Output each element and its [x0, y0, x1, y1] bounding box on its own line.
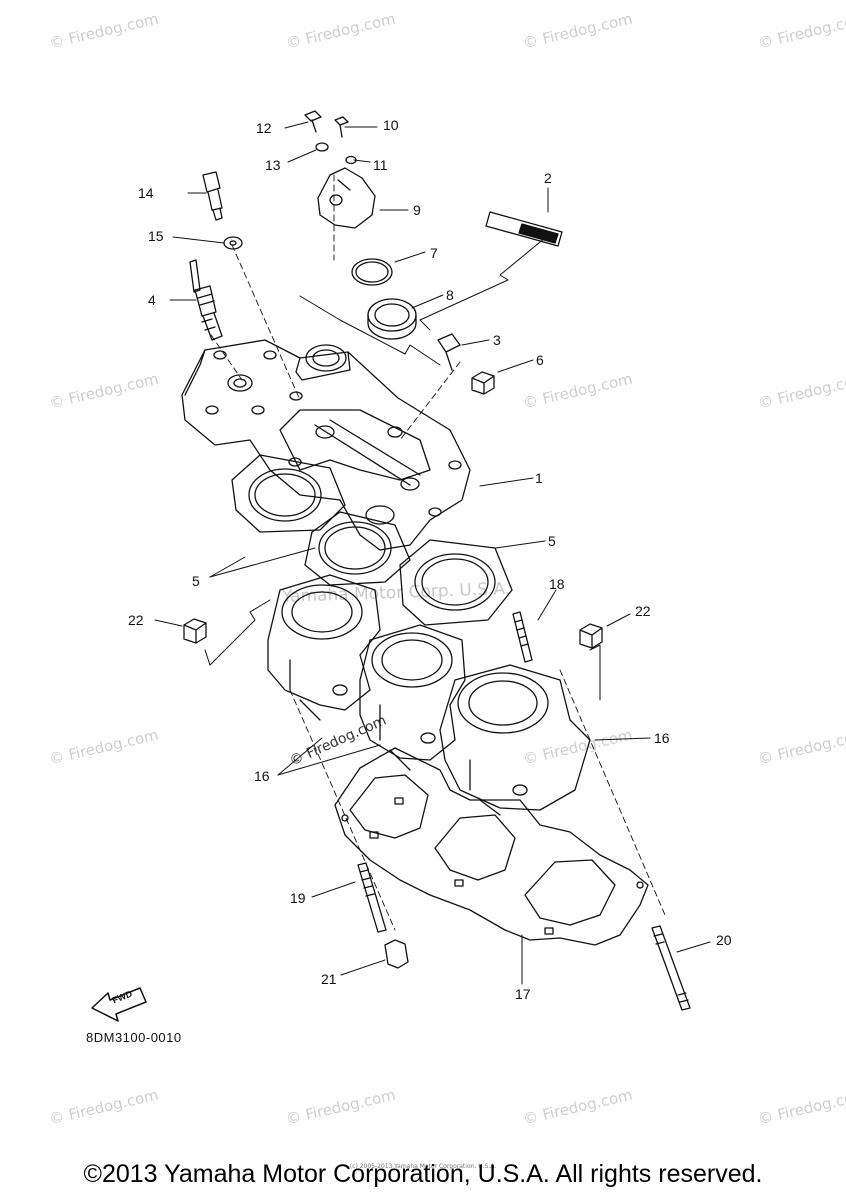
leader-lines — [154, 121, 711, 985]
bolt-parts-10-12 — [304, 110, 349, 138]
washer-part-15 — [223, 236, 243, 250]
cylinder-head-part-1 — [181, 339, 471, 551]
callout-7: 7 — [430, 245, 438, 261]
nut-part-6 — [471, 371, 495, 395]
dowel-part-21 — [384, 939, 409, 969]
callout-21: 21 — [321, 971, 337, 987]
label-part-2 — [485, 211, 563, 247]
callout-16: 16 — [654, 730, 670, 746]
nut-part-22 — [183, 618, 207, 644]
callout-10: 10 — [383, 117, 399, 133]
spark-plug-part-4 — [189, 259, 223, 341]
callout-5: 5 — [192, 573, 200, 589]
callout-6: 6 — [536, 352, 544, 368]
callout-20: 20 — [716, 932, 732, 948]
washer-part-13 — [315, 142, 329, 152]
stud-part-19 — [357, 862, 387, 933]
copyright-footer: ©2013 Yamaha Motor Corporation, U.S.A. A… — [83, 1160, 763, 1188]
callout-18: 18 — [549, 576, 565, 592]
break-lines — [204, 237, 601, 701]
stud-part-18 — [512, 611, 533, 663]
callout-5: 5 — [548, 533, 556, 549]
callout-3: 3 — [493, 332, 501, 348]
diagram-code: 8DM3100-0010 — [86, 1030, 182, 1045]
fitting-part-3 — [437, 333, 461, 371]
callout-8: 8 — [446, 287, 454, 303]
fwd-arrow-icon — [91, 987, 147, 1022]
thermostat-cover-part-9 — [317, 167, 376, 229]
callout-11: 11 — [373, 157, 388, 173]
ring-part-8 — [367, 298, 417, 340]
fine-print: (c) 2005-2013 Yamaha Motor Corporation, … — [349, 1163, 497, 1170]
base-gasket-part-17 — [334, 747, 649, 946]
callout-2: 2 — [544, 170, 552, 186]
callout-14: 14 — [138, 185, 154, 201]
o-ring-part-7 — [351, 258, 393, 286]
callout-13: 13 — [265, 157, 281, 173]
callout-22: 22 — [635, 603, 651, 619]
cylinder-part-16 — [267, 574, 591, 816]
stud-part-20 — [651, 925, 691, 1011]
callout-9: 9 — [413, 202, 421, 218]
callout-1: 1 — [535, 470, 543, 486]
callout-17: 17 — [515, 986, 531, 1002]
callout-15: 15 — [148, 228, 164, 244]
callout-22: 22 — [128, 612, 144, 628]
callout-12: 12 — [256, 120, 272, 136]
alignment-lines — [210, 174, 666, 931]
washer-part-11 — [345, 155, 357, 165]
callout-16: 16 — [254, 768, 270, 784]
head-gasket-part-5 — [231, 454, 513, 626]
nut-part-22 — [579, 623, 603, 649]
callout-19: 19 — [290, 890, 306, 906]
callout-4: 4 — [148, 292, 156, 308]
sensor-part-14 — [202, 171, 223, 221]
